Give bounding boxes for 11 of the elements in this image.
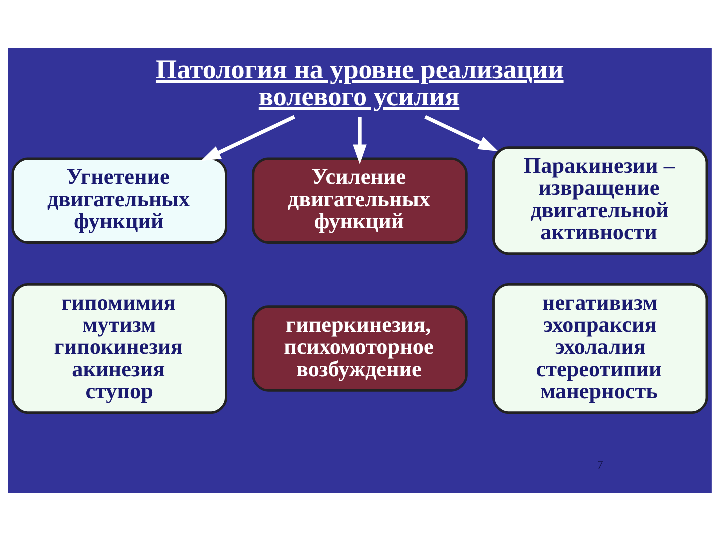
arrow — [424, 114, 498, 152]
node-box: Усиление двигательных функций — [252, 157, 468, 244]
arrow — [201, 114, 296, 161]
arrow — [353, 116, 367, 164]
node-box: гиперкинезия, психомоторное возбуждение — [252, 305, 468, 392]
node-box: Паракинезии – извращение двигательной активности — [492, 146, 708, 255]
node-text: Патология на уровне реализации волевого усилия — [156, 54, 564, 111]
label: 7 — [597, 457, 604, 472]
node-box: Угнетение двигательных функций — [12, 157, 228, 244]
node-box: негативизм эхопраксия эхолалия стереотипии манерность — [492, 282, 708, 414]
node-box: гипомимия мутизм гипокинезия акинезия ступор — [12, 282, 228, 414]
